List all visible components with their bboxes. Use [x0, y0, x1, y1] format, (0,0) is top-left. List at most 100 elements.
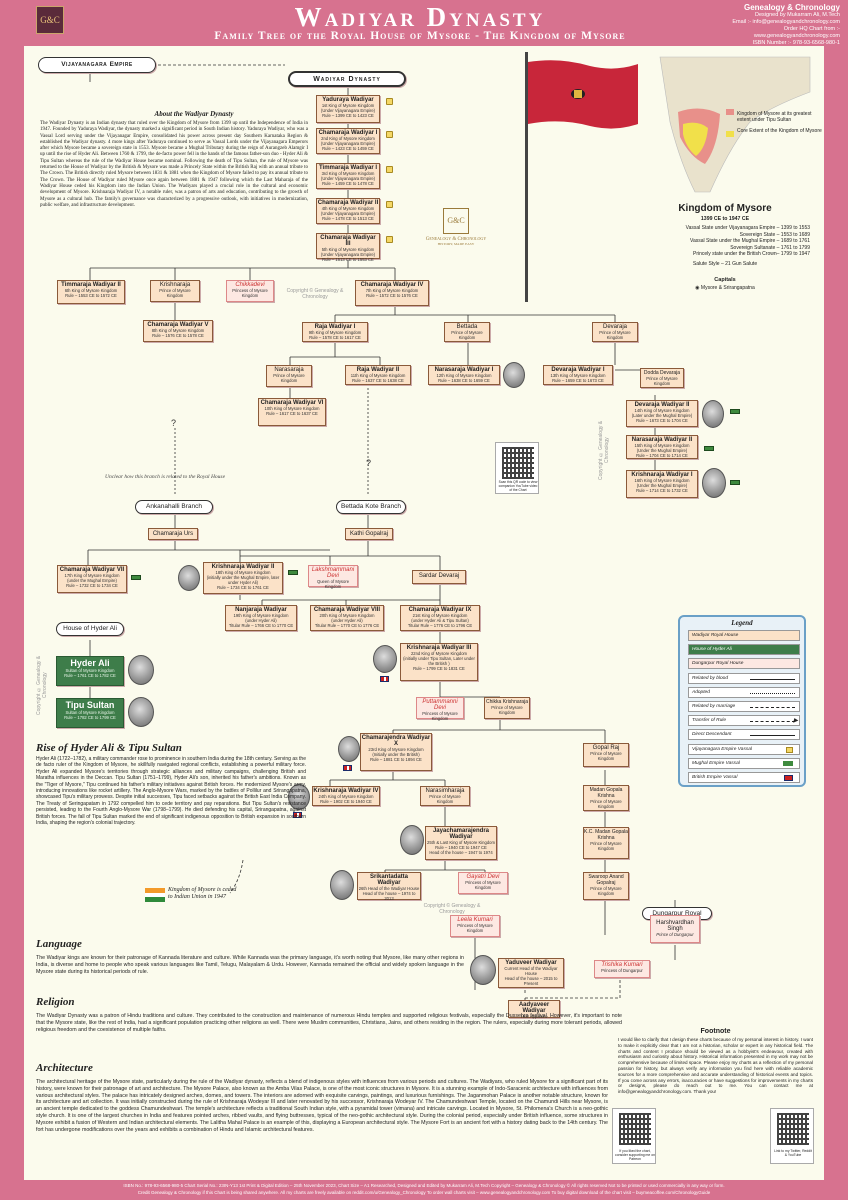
capitals-heading: Capitals — [714, 276, 736, 283]
node-yaduraya[interactable]: Yaduraya Wadiyar 1st King of Mysore King… — [316, 95, 380, 123]
mughal-flag-icon — [783, 760, 793, 766]
page-subtitle: Family Tree of the Royal House of Mysore… — [214, 30, 626, 42]
architecture-body: The architectural heritage of the Mysore… — [36, 1079, 608, 1133]
capital-dot-icon: ◉ — [695, 284, 701, 291]
node-bettada[interactable]: Bettada Prince of Mysore Kingdom — [444, 322, 490, 342]
indian-flag-icon — [145, 888, 165, 902]
node-chamaraja-7[interactable]: Chamaraja Wadiyar VII 17th King of Mysor… — [57, 565, 127, 593]
node-narasimharaja[interactable]: Narasimharaja Prince of Mysore Kingdom — [420, 786, 470, 806]
portrait-icon — [128, 697, 154, 727]
qr-code-icon[interactable]: If you liked the chart, consider support… — [612, 1108, 656, 1164]
vijayanagara-vassal-icon — [386, 166, 393, 173]
mughal-flag-icon — [131, 575, 141, 580]
footnote-body: I would like to clarify that I design th… — [618, 1037, 813, 1095]
portrait-icon — [400, 825, 424, 855]
node-timmaraja-2[interactable]: Timmaraja Wadiyar II 6th King of Mysore … — [57, 280, 125, 304]
seal-brand: Genealogy & Chronology — [425, 237, 487, 242]
legend-title: Legend — [731, 619, 753, 627]
node-nanjaraja[interactable]: Nanjaraja Wadiyar 19th King of Mysore Ki… — [225, 605, 297, 631]
node-devaraja-1[interactable]: Devaraja Wadiyar I 13th King of Mysore K… — [543, 365, 613, 385]
map-legend: Kingdom of Mysore at its greatest extent… — [737, 53, 822, 135]
mysore-flag-icon — [525, 52, 638, 302]
node-krishnaraja-4[interactable]: Krishnaraja Wadiyar IV 24th King of Myso… — [312, 786, 380, 806]
node-chamaraja-4[interactable]: Chamaraja Wadiyar IV 7th King of Mysore … — [355, 280, 429, 306]
node-krishnaraja-3[interactable]: Krishnaraja Wadiyar III 22nd King of Mys… — [400, 643, 478, 681]
node-chamarajendra-10[interactable]: Chamarajendra Wadiyar X 23rd King of Mys… — [360, 733, 432, 771]
legend-item-6: Transfer of Rule▶ — [688, 715, 800, 727]
brand-website[interactable]: www.genealogyandchronology.com — [753, 33, 840, 39]
node-gopal-raj[interactable]: Gopal Raj Prince of Mysore Kingdom — [583, 743, 629, 767]
seal-logo: G&C — [443, 208, 469, 234]
node-srikantadatta[interactable]: Srikantadatta Wadiyar 26th Head of the W… — [357, 872, 421, 901]
node-chamaraja-6[interactable]: Chamaraja Wadiyar VI 10th King of Mysore… — [258, 398, 326, 426]
node-swaroop[interactable]: Swaroop Anand Gopalraj Prince of Mysore … — [583, 872, 629, 900]
node-hyder-ali[interactable]: Hyder Ali Sultan of Mysore Kingdom Rule … — [56, 656, 124, 686]
legend-item-1: House of Hyder Ali — [688, 644, 800, 656]
node-yaduveer[interactable]: Yaduveer Wadiyar Current Head of the Wad… — [498, 958, 564, 988]
qr-caption-social: Link to my Twitter, Reddit & YouTube — [774, 1149, 812, 1157]
node-puttammanni[interactable]: Puttammanni Devi Princess of Mysore King… — [416, 697, 464, 721]
node-harshvardhan[interactable]: Harshvardhan Singh Prince of Dungarpur — [650, 915, 700, 943]
node-chamaraja-urs[interactable]: Chamaraja Urs — [148, 528, 198, 540]
node-chamaraja-5[interactable]: Chamaraja Wadiyar V 8th King of Mysore K… — [143, 320, 213, 342]
node-krishnaraja-2[interactable]: Krishnaraja Wadiyar II 18th King of Myso… — [203, 562, 283, 594]
node-devaraja-2[interactable]: Devaraja Wadiyar II 14th King of Mysore … — [626, 400, 698, 427]
node-krishnaraja-1[interactable]: Krishnaraja Wadiyar I 16th King of Mysor… — [626, 470, 698, 498]
legend-item-7: Direct Descendant — [688, 729, 800, 741]
node-tipu-sultan[interactable]: Tipu Sultan Sultan of Mysore Kingdom Rul… — [56, 698, 124, 728]
node-chamaraja-1[interactable]: Chamaraja Wadiyar I 2nd King of Mysore K… — [316, 128, 380, 154]
legend-item-0: Wadiyar Royal House — [688, 630, 800, 641]
qr-code-icon[interactable]: Link to my Twitter, Reddit & YouTube — [770, 1108, 814, 1164]
node-chamaraja-2[interactable]: Chamaraja Wadiyar II 4th King of Mysore … — [316, 198, 380, 224]
footer-line-1: ISBN No.: 978-93-6568-980-5 Chart Serial… — [123, 1183, 725, 1188]
legend-item-4: Adopted — [688, 686, 800, 698]
node-madan-gopala[interactable]: Madan Gopala Krishna Prince of Mysore Ki… — [583, 785, 629, 811]
legend-label: Transfer of Rule — [692, 718, 727, 724]
node-narasaraja-1[interactable]: Narasaraja Wadiyar I 12th King of Mysore… — [428, 365, 500, 385]
node-timmaraja-1[interactable]: Timmaraja Wadiyar I 3rd King of Mysore K… — [316, 163, 380, 189]
architecture-heading: Architecture — [36, 1062, 93, 1074]
node-chamaraja-8[interactable]: Chamaraja Wadiyar VIII 20th King of Myso… — [310, 605, 384, 631]
node-gayatri[interactable]: Gayatri Devi Princess of Mysore Kingdom — [458, 872, 508, 894]
node-chamaraja-3[interactable]: Chamaraja Wadiyar III 5th King of Mysore… — [316, 233, 380, 262]
legend-label: House of Hyder Ali — [692, 647, 732, 653]
node-narasaraja-prince[interactable]: Narasaraja Prince of Mysore Kingdom — [266, 365, 312, 387]
question-mark-right: ? — [366, 458, 372, 468]
node-sardar-devaraj[interactable]: Sardar Devaraj — [412, 570, 466, 584]
node-raja-2[interactable]: Raja Wadiyar II 11th King of Mysore King… — [345, 365, 411, 385]
religion-section: Religion The Wadiyar Dynasty was a patro… — [36, 996, 624, 1033]
node-raja-1[interactable]: Raja Wadiyar I 9th King of Mysore Kingdo… — [302, 322, 368, 342]
mughal-flag-icon — [704, 446, 714, 451]
british-flag-icon — [784, 775, 793, 781]
node-trishika[interactable]: Trishika Kumari Princess of Dungarpur — [594, 960, 650, 978]
about-section: About the Wadiyar Dynasty The Wadiyar Dy… — [40, 110, 308, 209]
node-kc-madan[interactable]: K.C. Madan Gopala Krishna Prince of Myso… — [583, 827, 629, 859]
vijayanagara-vassal-icon — [386, 201, 393, 208]
node-chikkadevi[interactable]: Chikkadevi Princess of Mysore Kingdom — [226, 280, 274, 302]
node-narasaraja-2[interactable]: Narasaraja Wadiyar II 15th King of Mysor… — [626, 435, 698, 459]
legend-label: British Empire Vassal — [692, 775, 738, 780]
rise-heading: Rise of Hyder Ali & Tipu Sultan — [36, 742, 182, 754]
node-leela[interactable]: Leela Kumari Princess of Mysore Kingdom — [450, 915, 500, 937]
node-devaraja-prince[interactable]: Devaraja Prince of Mysore Kingdom — [592, 322, 638, 342]
node-aadyaveer[interactable]: Aadyaveer Wadiyar Heir Apparent — [508, 1000, 560, 1019]
node-chikka-krishnaraja[interactable]: Chikka Krishnaraja Prince of Mysore King… — [484, 697, 530, 719]
brand-info: Genealogy & Chronology Designed by Mukar… — [728, 3, 840, 47]
kingdom-years: 1399 CE to 1947 CE — [700, 216, 750, 222]
node-chamaraja-9[interactable]: Chamaraja Wadiyar IX 21st King of Mysore… — [400, 605, 480, 631]
qr-caption-patreon: If you liked the chart, consider support… — [615, 1149, 655, 1161]
legend-label: Related by marriage — [692, 704, 736, 709]
node-lakshmammani[interactable]: Lakshmammani Devi Queen of Mysore Kingdo… — [308, 565, 358, 589]
node-kathi-gopalraj[interactable]: Kathi Gopalraj — [345, 528, 393, 540]
british-flag-icon — [380, 676, 389, 682]
legend-label: Adopted — [692, 689, 710, 695]
kingdom-period-3: Sovereign Sultanate – 1761 to 1799 — [730, 244, 810, 251]
node-jayachamarajendra[interactable]: Jayachamarajendra Wadiyar 25th & Last Ki… — [425, 826, 497, 860]
qr-code-icon[interactable]: Scan this QR code to view companion YouT… — [495, 442, 539, 494]
legend-label: Direct Descendant — [692, 732, 732, 738]
node-dodda-devaraja[interactable]: Dodda Devaraja Prince of Mysore Kingdom — [640, 368, 684, 388]
node-krishnaraja-prince[interactable]: Krishnaraja Prince of Mysore Kingdom — [150, 280, 200, 302]
copyright-watermark: Copyright © Genealogy & Chronology — [36, 655, 48, 715]
portrait-icon — [470, 955, 496, 985]
footnote-section: Footnote I would like to clarify that I … — [618, 1028, 813, 1095]
